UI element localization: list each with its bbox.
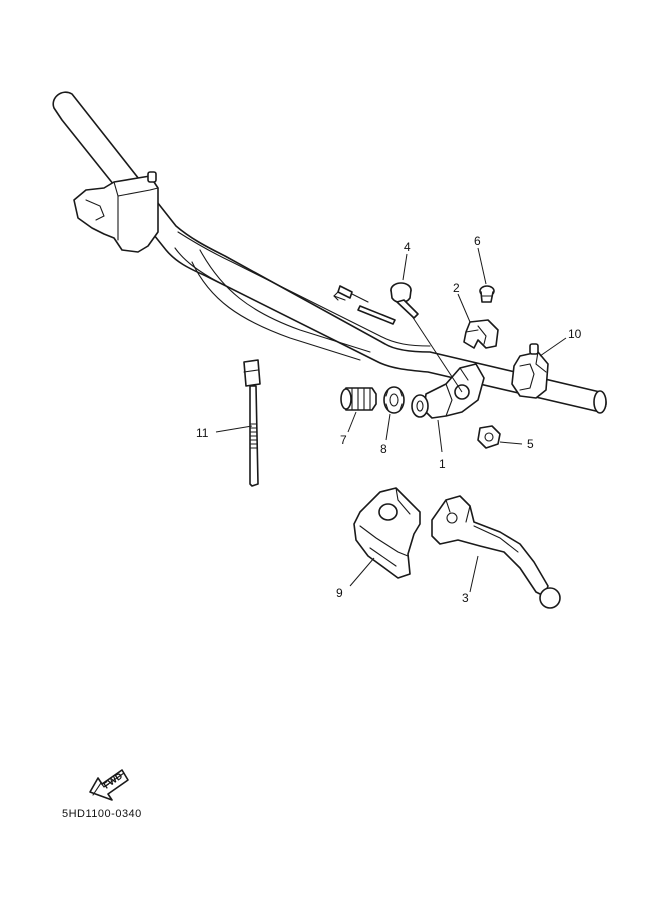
fwd-arrow-icon: FWD — [89, 769, 129, 801]
callout-8: 8 — [380, 442, 387, 456]
leader-lines — [215, 247, 567, 593]
callout-4: 4 — [404, 240, 411, 254]
callout-3: 3 — [462, 591, 469, 605]
part-2-clamp — [463, 319, 499, 349]
callout-1: 1 — [439, 457, 446, 471]
part-4-pivot-bolt — [390, 282, 419, 319]
part-3-clutch-lever — [431, 495, 561, 609]
handlebar — [52, 91, 607, 414]
callout-9: 9 — [336, 586, 343, 600]
part-6-screw — [479, 285, 495, 303]
part-10-holder — [511, 343, 549, 399]
callout-2: 2 — [453, 281, 460, 295]
callout-11: 11 — [196, 426, 209, 440]
callout-10: 10 — [568, 327, 582, 341]
callout-6: 6 — [474, 234, 481, 248]
part-5-nut — [477, 425, 501, 449]
clutch-cable-end — [333, 285, 396, 325]
callouts: 4 6 2 10 5 1 8 7 11 9 3 — [196, 234, 582, 605]
handlebar-holder — [73, 171, 159, 253]
drawing-code: 5HD1100-0340 — [62, 808, 142, 820]
callout-7: 7 — [340, 433, 347, 447]
callout-5: 5 — [527, 437, 534, 451]
part-7-adjuster — [340, 387, 377, 411]
part-9-lever-cover — [353, 487, 421, 579]
part-8-lock-nut — [383, 386, 405, 414]
part-11-cable-tie — [243, 359, 261, 487]
